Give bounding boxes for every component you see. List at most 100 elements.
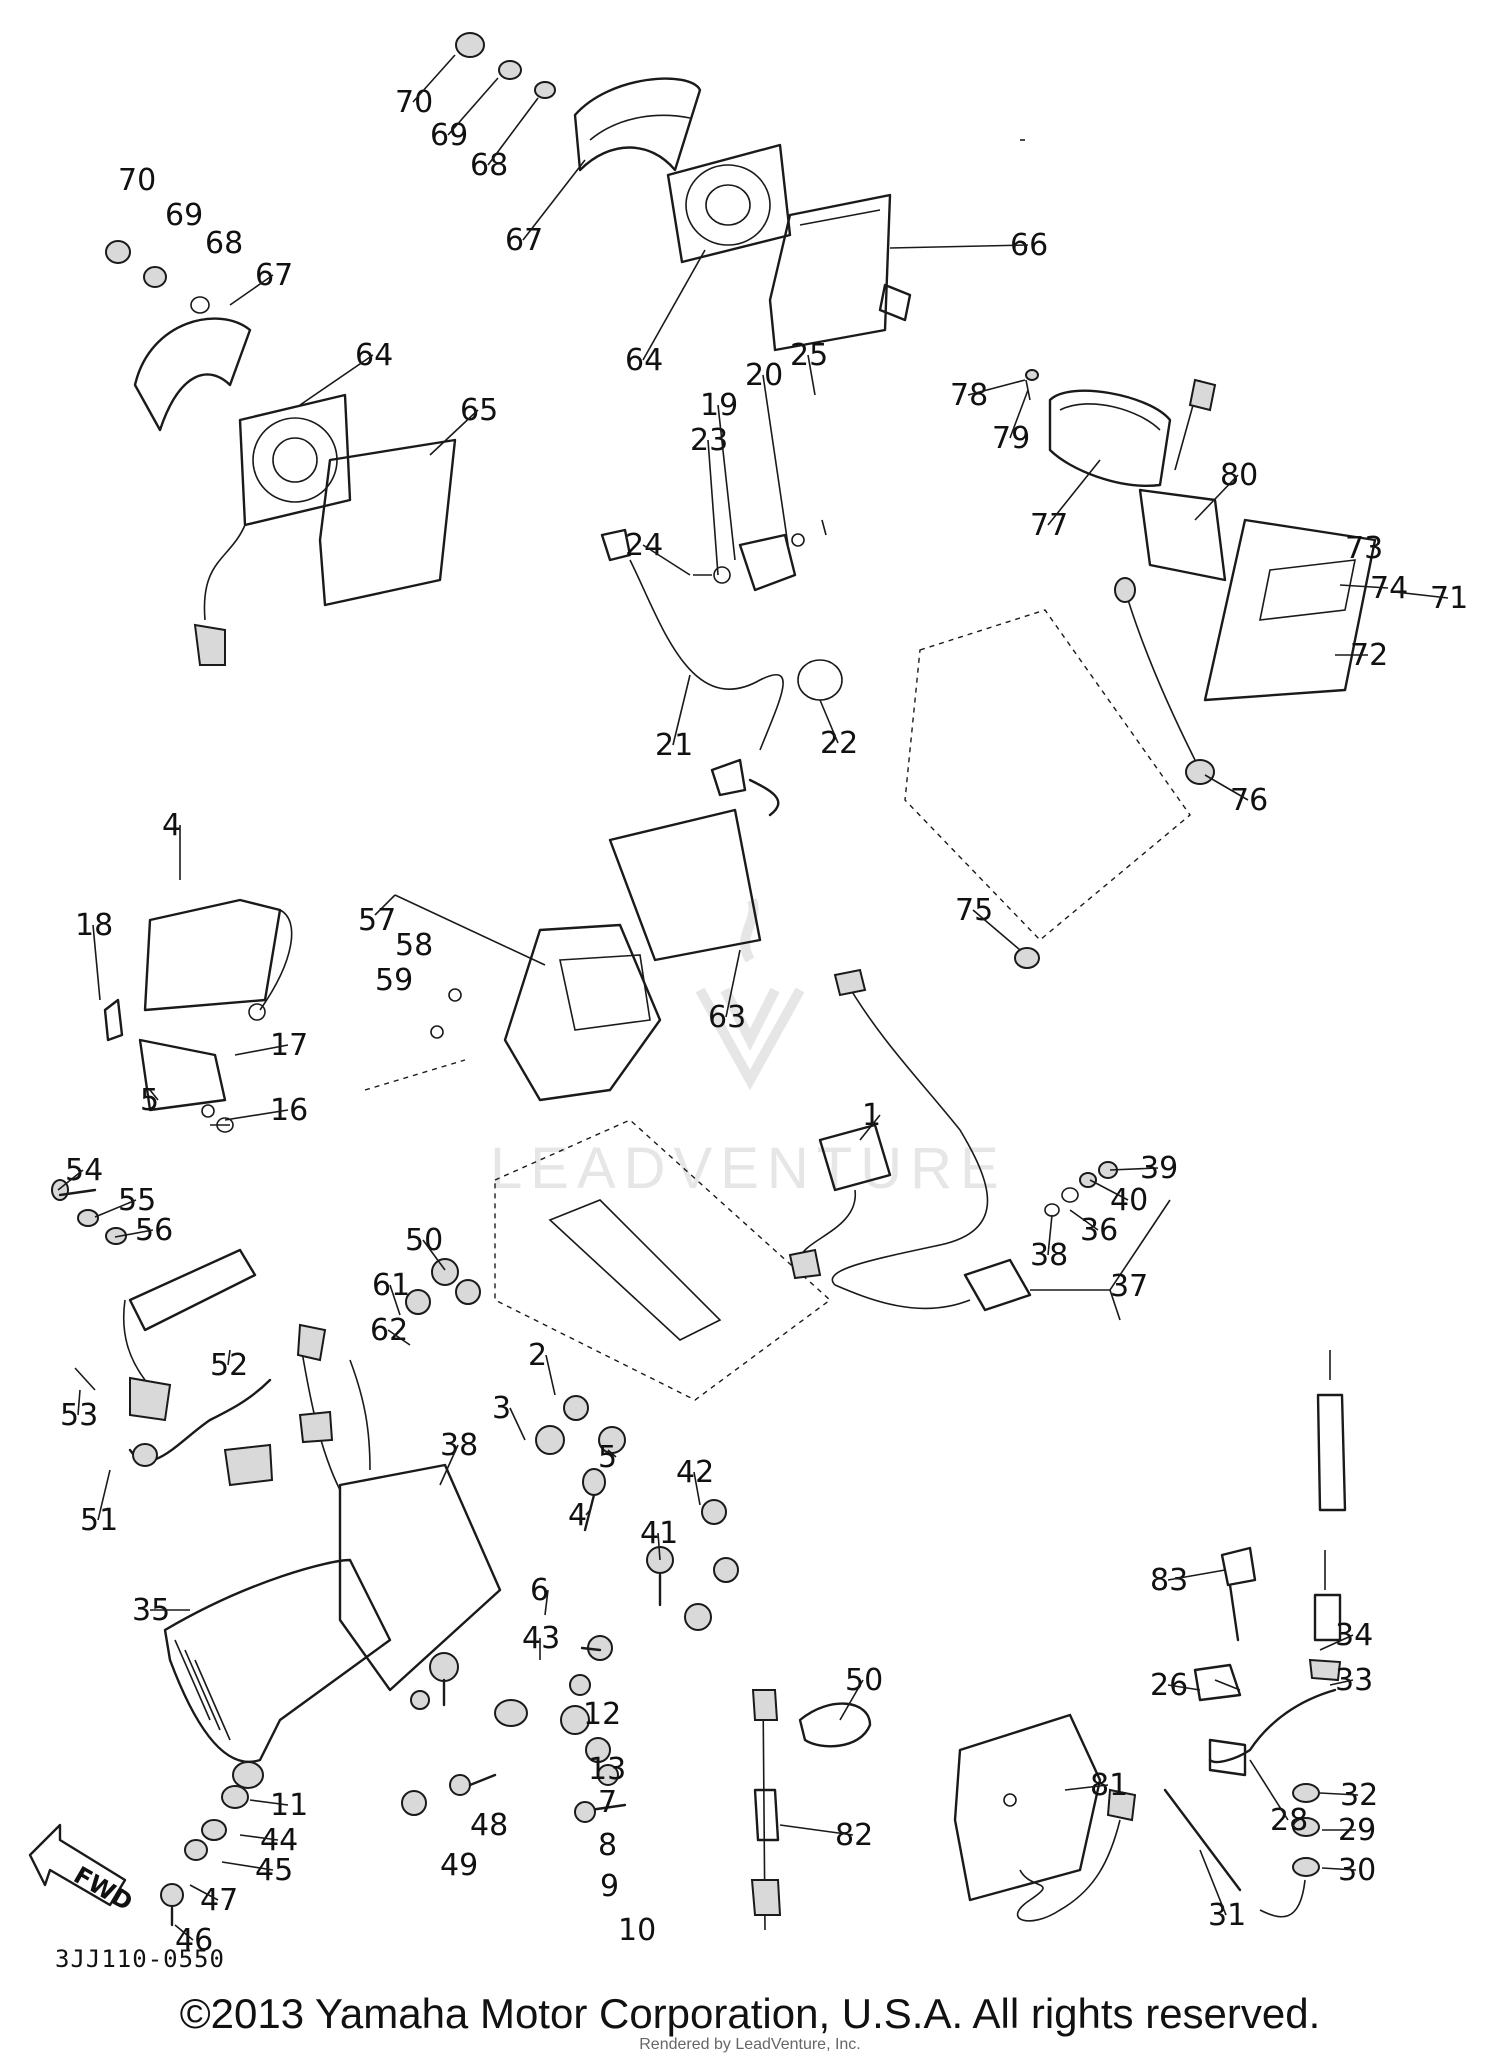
leader-line-70 <box>412 54 456 103</box>
callout-44: 44 <box>260 1823 298 1858</box>
callout-45: 45 <box>255 1853 293 1888</box>
leader-line-82 <box>779 1824 854 1836</box>
leader-line-67 <box>522 159 586 241</box>
callout-48: 48 <box>470 1808 508 1843</box>
leader-line-79 <box>1009 389 1029 439</box>
leader-line-5 <box>149 1089 159 1101</box>
callout-82: 82 <box>835 1818 873 1853</box>
leader-line-62 <box>387 1329 411 1346</box>
callout-56: 56 <box>135 1213 173 1248</box>
callout-70: 70 <box>118 163 156 198</box>
junction-box-assembly <box>364 808 762 1102</box>
callout-68: 68 <box>205 226 243 261</box>
leader-line-20 <box>762 374 789 546</box>
leader-line-18 <box>92 924 101 1001</box>
callout-63: 63 <box>708 1000 746 1035</box>
callout-57: 57 <box>358 903 396 938</box>
callout-22: 22 <box>820 726 858 761</box>
callout-5: 5 <box>598 1440 617 1475</box>
callout-4: 4 <box>568 1498 587 1533</box>
callout-71: 71 <box>1430 581 1468 616</box>
leader-line-80 <box>1194 474 1239 521</box>
callout-16: 16 <box>270 1093 308 1128</box>
callout-2: 2 <box>528 1338 547 1373</box>
callout-21: 21 <box>655 728 693 763</box>
electrical-box-frame <box>494 968 1171 1401</box>
leader-line-54 <box>57 1169 84 1191</box>
callout-77: 77 <box>1030 508 1068 543</box>
callout-64: 64 <box>355 338 393 373</box>
leader-line-78 <box>967 379 1026 396</box>
leader-line-44 <box>239 1834 279 1841</box>
callout-46: 46 <box>175 1923 213 1958</box>
callout-81: 81 <box>1090 1768 1128 1803</box>
callout-40: 40 <box>1110 1183 1148 1218</box>
callout-65: 65 <box>460 393 498 428</box>
leader-line-24 <box>642 544 691 576</box>
callout-37: 37 <box>1110 1269 1148 1304</box>
callout-8: 8 <box>598 1828 617 1863</box>
leader-line-65 <box>429 409 479 456</box>
cdi-unit-assembly <box>163 1323 528 1763</box>
leader-line-11 <box>249 1799 289 1806</box>
callout-43: 43 <box>522 1621 560 1656</box>
leader-line-69 <box>447 77 499 136</box>
leader-line-40 <box>1089 1179 1129 1201</box>
leader-line-21 <box>672 674 691 746</box>
leader-line-42 <box>693 1471 701 1506</box>
callout-1: 1 <box>862 1098 881 1133</box>
callout-11: 11 <box>270 1788 308 1823</box>
callout-5: 5 <box>140 1083 159 1118</box>
leader-line-41 <box>657 1532 661 1561</box>
callout-70: 70 <box>395 85 433 120</box>
callout-31: 31 <box>1208 1898 1246 1933</box>
leader-line-28 <box>1249 1759 1289 1821</box>
meter-harness-assembly <box>600 519 843 817</box>
fuse-holder-assembly <box>750 1689 872 1931</box>
callout-59: 59 <box>375 963 413 998</box>
leader-line-36 <box>1069 1209 1099 1231</box>
leader-line-64 <box>299 354 374 406</box>
callout-73: 73 <box>1345 531 1383 566</box>
leader-line-50 <box>422 1239 446 1271</box>
speaker-assembly-left <box>105 240 457 666</box>
callout-69: 69 <box>165 198 203 233</box>
callout-33: 33 <box>1335 1663 1373 1698</box>
callout-32: 32 <box>1340 1778 1378 1813</box>
leader-line-38 <box>439 1444 459 1486</box>
leader-line-2 <box>545 1354 556 1396</box>
cdi-relay-assembly <box>51 1179 272 1467</box>
leader-line-4 <box>585 1509 591 1516</box>
leader-line-38 <box>1047 1214 1053 1256</box>
callout-17: 17 <box>270 1028 308 1063</box>
leader-line-1 <box>859 1114 881 1141</box>
leader-line-63 <box>725 949 741 1018</box>
callout-25: 25 <box>790 338 828 373</box>
leader-line-71 <box>1394 591 1449 599</box>
callout-58: 58 <box>395 928 433 963</box>
callout-42: 42 <box>676 1455 714 1490</box>
leader-line-61 <box>389 1284 401 1316</box>
callout-36: 36 <box>1080 1213 1118 1248</box>
leader-line-74 <box>1339 584 1389 589</box>
leader-line-77 <box>1047 459 1101 526</box>
leader-line-30 <box>1321 1867 1357 1871</box>
leader-line-81 <box>1064 1784 1109 1791</box>
leader-line-17 <box>234 1044 289 1056</box>
callout-79: 79 <box>992 421 1030 456</box>
callout-12: 12 <box>583 1697 621 1732</box>
callout-68: 68 <box>470 148 508 183</box>
callout-49: 49 <box>440 1848 478 1883</box>
leader-line-22 <box>819 699 839 744</box>
callout-34: 34 <box>1335 1618 1373 1653</box>
callout-28: 28 <box>1270 1803 1308 1838</box>
leader-line-55 <box>94 1199 137 1218</box>
callout-10: 10 <box>618 1913 656 1948</box>
leader-line-67 <box>229 274 274 306</box>
leader-line-52 <box>227 1349 231 1366</box>
leader-line-45 <box>221 1861 274 1871</box>
callout-69: 69 <box>430 118 468 153</box>
callout-67: 67 <box>505 223 543 258</box>
leader-line-46 <box>174 1924 194 1941</box>
